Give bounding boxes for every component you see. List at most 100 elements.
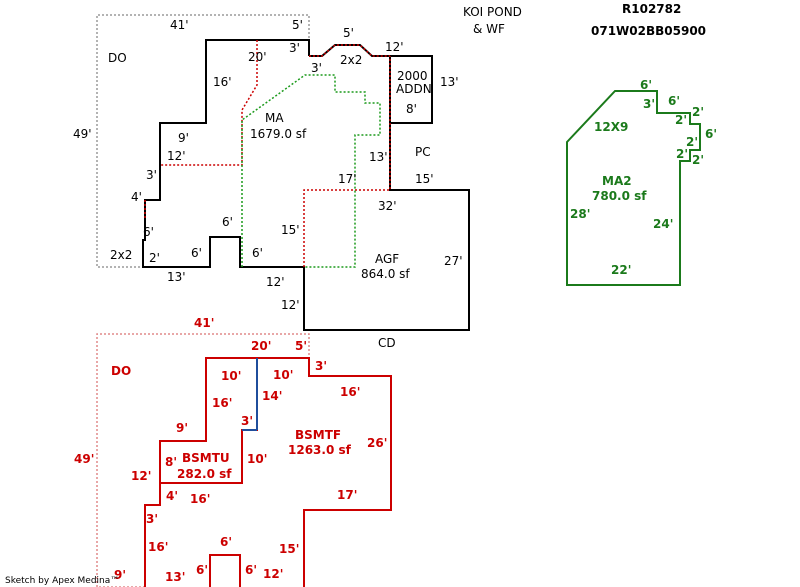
dim-label: 27' [444, 254, 463, 268]
basement-dim: 9' [114, 568, 126, 582]
basement-dim: 5' [295, 339, 307, 353]
bsmtu-label: BSMTU [182, 451, 230, 465]
ma2-dim: 22' [611, 263, 631, 277]
dim-label: 5' [292, 18, 303, 32]
basement-dim: 8' [165, 455, 177, 469]
do-label: DO [108, 51, 127, 65]
ma2-area-label: 780.0 sf [592, 189, 647, 203]
ma-area-label: 1679.0 sf [250, 127, 307, 141]
basement-dim: 16' [190, 492, 210, 506]
dim-label: 3' [146, 168, 157, 182]
agf-area-label: 864.0 sf [361, 267, 410, 281]
basement-dim: 3' [146, 512, 158, 526]
basement-dim: 26' [367, 436, 387, 450]
ma2-room-label: 12X9 [594, 120, 628, 134]
dim-label: 9' [178, 131, 189, 145]
basement-dim: 10' [221, 369, 241, 383]
dim-label: 16' [213, 75, 232, 89]
wf-label: & WF [473, 22, 505, 36]
dim-label: 6' [191, 246, 202, 260]
basement-dim: 4' [166, 489, 178, 503]
ma2-dim: 2' [686, 135, 698, 149]
ma2-dim: 2' [676, 147, 688, 161]
koi-pond-label: KOI POND [463, 5, 522, 19]
ma2-dim: 2' [675, 113, 687, 127]
ma2-dim: 24' [653, 217, 673, 231]
dim-label: 6' [222, 215, 233, 229]
dim-label: 4' [131, 190, 142, 204]
dim-label: 13' [167, 270, 186, 284]
addn-year-label: 2000 [397, 69, 428, 83]
dim-label: 6' [143, 225, 154, 239]
basement-dim: 16' [340, 385, 360, 399]
pc-label: PC [415, 145, 431, 159]
basement-dim: 6' [220, 535, 232, 549]
dim-label: 41' [170, 18, 189, 32]
basement-do-outline [96, 333, 310, 587]
addn-label: ADDN [396, 82, 432, 96]
basement-dim: 41' [194, 316, 214, 330]
dim-label: 5' [343, 26, 354, 40]
basement-dim: 17' [337, 488, 357, 502]
basement-do-label: DO [111, 364, 131, 378]
bsmtf-label: BSMTF [295, 428, 341, 442]
bsmtf-area-label: 1263.0 sf [288, 443, 352, 457]
dim-label: 49' [73, 127, 92, 141]
basement-dim: 14' [262, 389, 282, 403]
basement-dim: 6' [245, 563, 257, 577]
basement-dim: 20' [251, 339, 271, 353]
bump-label: 2x2 [340, 53, 362, 67]
sketch-credit: Sketch by Apex Medina™ [5, 576, 119, 586]
ma2-dim: 6' [705, 127, 717, 141]
do-deck-outline [96, 14, 310, 268]
dim-label: 6' [252, 246, 263, 260]
dim-label: 17' [338, 172, 357, 186]
basement-dim: 16' [212, 396, 232, 410]
dim-label: 12' [266, 275, 285, 289]
dim-label: 3' [289, 41, 300, 55]
ma2-dim: 2' [692, 153, 704, 167]
bsmtu-area-label: 282.0 sf [177, 467, 232, 481]
upper-floor-outline [144, 40, 391, 267]
ma-label: MA [265, 111, 284, 125]
basement-dim: 12' [131, 469, 151, 483]
dim-label: 12' [385, 40, 404, 54]
dim-label: 15' [281, 223, 300, 237]
ma2-dim: 3' [643, 97, 655, 111]
dim-label: 13' [369, 150, 388, 164]
ma2-label: MA2 [602, 174, 632, 188]
basement-dim: 13' [165, 570, 185, 584]
ma2-dim: 6' [640, 78, 652, 92]
parcel-id: R102782 [622, 2, 681, 16]
dim-label: 12' [167, 149, 186, 163]
ma2-outline [566, 90, 701, 286]
dim-label: 12' [281, 298, 300, 312]
basement-dim: 16' [148, 540, 168, 554]
ma2-dim: 6' [668, 94, 680, 108]
basement-dim: 49' [74, 452, 94, 466]
dim-label: 8' [406, 102, 417, 116]
dim-label: 32' [378, 199, 397, 213]
basement-dim: 3' [315, 359, 327, 373]
ma2-dim: 28' [570, 207, 590, 221]
dim-label: 2' [149, 251, 160, 265]
map-number: 071W02BB05900 [591, 24, 706, 38]
dim-label: 3' [311, 61, 322, 75]
agf-label: AGF [375, 252, 399, 266]
dim-label: 20' [248, 50, 267, 64]
basement-dim: 9' [176, 421, 188, 435]
dim-label: 13' [440, 75, 459, 89]
cd-label: CD [378, 336, 396, 350]
basement-dim: 10' [273, 368, 293, 382]
basement-dim: 3' [241, 414, 253, 428]
basement-dim: 15' [279, 542, 299, 556]
basement-dim: 10' [247, 452, 267, 466]
corner-label: 2x2 [110, 248, 132, 262]
dim-label: 15' [415, 172, 434, 186]
basement-dim: 6' [196, 563, 208, 577]
basement-dim: 12' [263, 567, 283, 581]
ma-outline [241, 74, 381, 268]
main-house-outline [142, 39, 470, 331]
ma2-dim: 2' [692, 105, 704, 119]
